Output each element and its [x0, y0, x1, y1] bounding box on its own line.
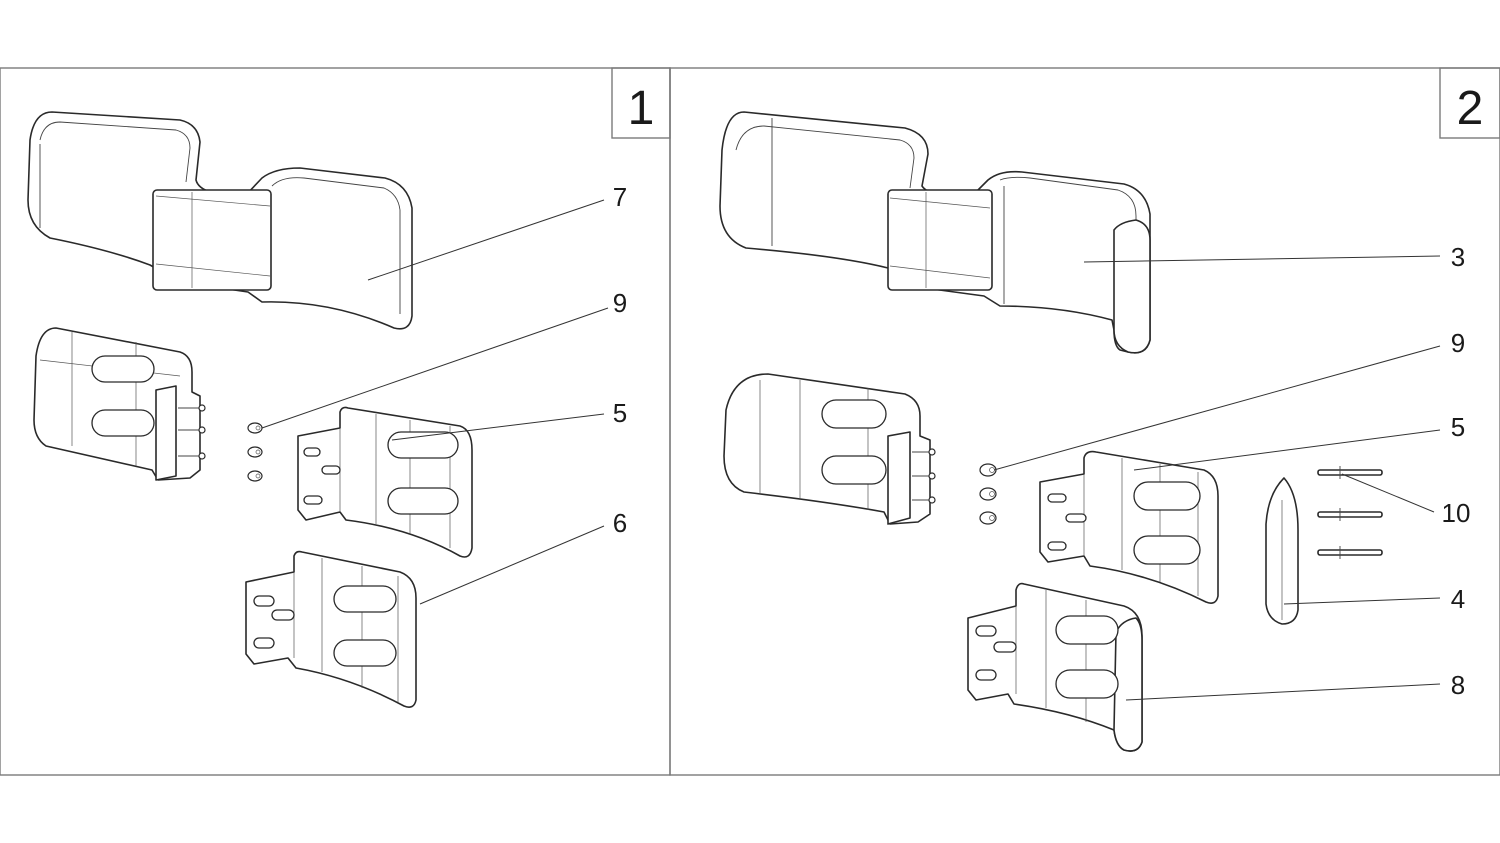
screw-1b: [247, 446, 263, 458]
panel-2-number: 2: [1457, 82, 1484, 135]
callout-7: 7: [613, 182, 627, 212]
back-plate-2-slot-bottom: [821, 455, 887, 485]
bracket-6-hole-1: [253, 595, 275, 607]
leader-6: [419, 525, 605, 605]
bracket-1-hole-1: [303, 447, 321, 457]
callout-9-p2: 9: [1451, 328, 1465, 358]
bracket-8-hole-1: [975, 625, 997, 637]
back-plate-1-slot-bottom: [91, 409, 155, 437]
callout-9-p1: 9: [613, 288, 627, 318]
leader-9-p2: [993, 345, 1441, 471]
part-3-pad: [719, 111, 1151, 354]
callout-5-p1: 5: [613, 398, 627, 428]
bracket-8-slot-top: [1055, 615, 1119, 645]
screw-1c: [247, 470, 263, 482]
part-5-bracket-2: [1039, 450, 1219, 604]
part-4-strip: [1265, 477, 1299, 625]
pad-7-center-block: [152, 189, 272, 291]
back-plate-2-slot-top: [821, 399, 887, 429]
leader-8: [1125, 683, 1441, 701]
pad-3-center-block: [887, 189, 993, 291]
leader-5-p1: [391, 413, 605, 441]
part-back-plate-1: [33, 327, 206, 481]
back-plate-1-slot-top: [91, 355, 155, 383]
leader-5-p2: [1133, 429, 1441, 471]
leader-9-p1: [261, 307, 609, 429]
leader-7: [367, 199, 605, 281]
screw-2b: [979, 487, 997, 501]
part-10-rivets: [1317, 466, 1383, 559]
bracket-2-hole-2: [1065, 513, 1087, 523]
bracket-2-hole-3: [1047, 541, 1067, 551]
bracket-6-hole-3: [253, 637, 275, 649]
bracket-2-hole-1: [1047, 493, 1067, 503]
panel-2-frame: [669, 67, 1500, 776]
part-9-screws-1: [247, 422, 263, 482]
bracket-1-slot-bottom: [387, 487, 459, 515]
bracket-2-slot-top: [1133, 481, 1201, 511]
panel-2: 2: [669, 67, 1500, 776]
screw-2c: [979, 511, 997, 525]
bracket-8-hole-3: [975, 669, 997, 681]
part-6-bracket: [245, 550, 417, 708]
screw-2a: [979, 463, 997, 477]
bracket-1-hole-2: [321, 465, 341, 475]
part-back-plate-2: [723, 373, 936, 525]
callout-5-p2: 5: [1451, 412, 1465, 442]
part-7-pad: [27, 111, 413, 330]
rivet-1: [1317, 469, 1383, 476]
bracket-1-hole-3: [303, 495, 323, 505]
leader-10: [1341, 473, 1435, 513]
callout-6: 6: [613, 508, 627, 538]
callout-3: 3: [1451, 242, 1465, 272]
leader-4: [1283, 597, 1441, 605]
bracket-2-slot-bottom: [1133, 535, 1201, 565]
bracket-8-hole-2: [993, 641, 1017, 653]
callout-8: 8: [1451, 670, 1465, 700]
panel-1-number: 1: [628, 82, 655, 135]
callout-10: 10: [1442, 498, 1471, 528]
part-5-bracket-1: [297, 406, 473, 558]
part-8-bracket: [967, 582, 1143, 752]
rivet-2: [1317, 511, 1383, 518]
bracket-6-hole-2: [271, 609, 295, 621]
bracket-8-slot-bottom: [1055, 669, 1119, 699]
leader-3: [1083, 255, 1441, 263]
bracket-6-slot-top: [333, 585, 397, 613]
callout-4: 4: [1451, 584, 1465, 614]
part-9-screws-2: [979, 463, 997, 525]
bracket-6-slot-bottom: [333, 639, 397, 667]
rivet-3: [1317, 549, 1383, 556]
panel-2-number-box: [1439, 67, 1500, 139]
